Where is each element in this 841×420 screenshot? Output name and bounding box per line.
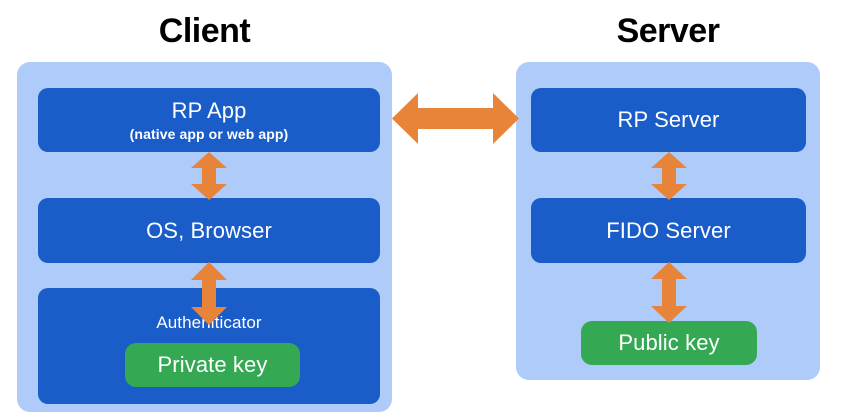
arrow-os-browser-to-authenticator-icon	[190, 262, 228, 325]
arrow-rp-server-to-fido-server-icon	[650, 152, 688, 200]
private-key-pill: Private key	[125, 343, 300, 387]
card-fido-server-title: FIDO Server	[606, 217, 731, 243]
public-key-pill: Public key	[581, 321, 757, 365]
card-rp-app-title: RP App	[171, 97, 247, 123]
card-os-browser-title: OS, Browser	[146, 217, 272, 243]
card-rp-app: RP App (native app or web app)	[38, 88, 380, 152]
card-rp-server-title: RP Server	[617, 107, 720, 132]
client-column-title: Client	[158, 12, 251, 50]
arrow-client-to-server-icon	[392, 93, 519, 144]
card-fido-server: FIDO Server	[531, 198, 806, 263]
private-key-label: Private key	[157, 352, 268, 377]
arrow-fido-server-to-public-key-icon	[650, 262, 688, 323]
server-column-title: Server	[616, 12, 720, 50]
arrow-rp-app-to-os-browser-icon	[190, 152, 228, 200]
public-key-label: Public key	[618, 330, 720, 355]
card-os-browser: OS, Browser	[38, 198, 380, 263]
card-rp-server: RP Server	[531, 88, 806, 152]
card-rp-app-subtitle: (native app or web app)	[129, 125, 289, 142]
